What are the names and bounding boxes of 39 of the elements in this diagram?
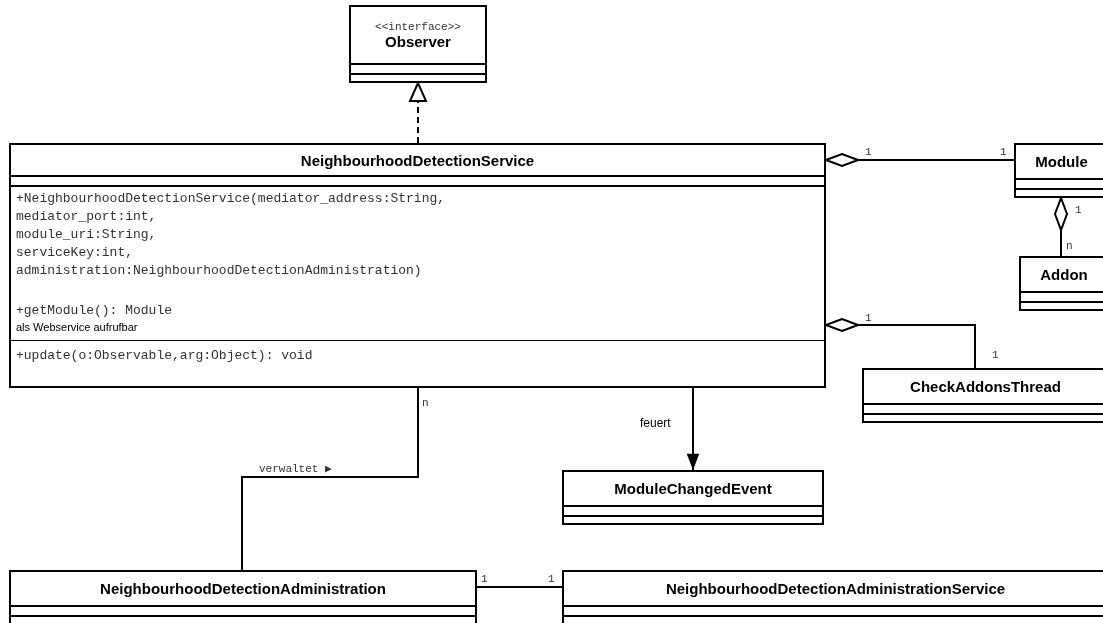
realization-arrow xyxy=(409,82,427,144)
multiplicity-label: 1 xyxy=(1000,146,1007,158)
association-line xyxy=(476,586,563,588)
class-name: CheckAddonsThread xyxy=(910,378,1061,395)
class-box xyxy=(1014,143,1103,198)
class-name: ModuleChangedEvent xyxy=(614,480,772,497)
aggregation-line xyxy=(1054,197,1068,257)
method-signature: +getModule(): Module xyxy=(16,302,174,320)
arrow xyxy=(686,387,700,471)
class-name: NeighbourhoodDetectionAdministration xyxy=(100,580,386,597)
multiplicity-label: 1 xyxy=(865,146,872,158)
edge-label: feuert xyxy=(640,416,671,430)
multiplicity-label: 1 xyxy=(1075,204,1082,216)
method-signature: +update(o:Observable,arg:Object): void xyxy=(11,340,824,365)
class-name: Module xyxy=(1035,153,1088,170)
class-box xyxy=(349,5,487,83)
class-box xyxy=(562,470,824,525)
association-line xyxy=(241,387,419,571)
class-box xyxy=(862,368,1103,423)
class-box xyxy=(1019,256,1103,311)
class-box xyxy=(9,143,826,388)
multiplicity-label: 1 xyxy=(481,573,488,585)
class-box xyxy=(9,570,477,623)
multiplicity-label: n xyxy=(422,397,429,409)
class-name: Observer xyxy=(385,32,451,50)
multiplicity-label: 1 xyxy=(865,312,872,324)
multiplicity-label: 1 xyxy=(548,573,555,585)
class-box xyxy=(562,570,1103,623)
method-note: als Webservice aufrufbar xyxy=(16,320,139,334)
stereotype-label: <<interface>> xyxy=(375,20,461,33)
class-name: NeighbourhoodDetectionAdministrationService xyxy=(665,580,1006,597)
edge-label: verwaltet ▶ xyxy=(259,462,332,476)
multiplicity-label: n xyxy=(1066,240,1073,252)
aggregation-line xyxy=(825,153,1015,167)
method-signature: +NeighbourhoodDetectionService(mediator_address:String, mediator_port:int, module_uri:String, serviceKey:int, administration:NeighbourhoodDetectionAdministration) xyxy=(16,190,447,280)
class-name: Addon xyxy=(1040,266,1088,283)
multiplicity-label: 1 xyxy=(992,349,999,361)
aggregation-line xyxy=(825,318,976,369)
class-name: NeighbourhoodDetectionService xyxy=(300,151,535,169)
